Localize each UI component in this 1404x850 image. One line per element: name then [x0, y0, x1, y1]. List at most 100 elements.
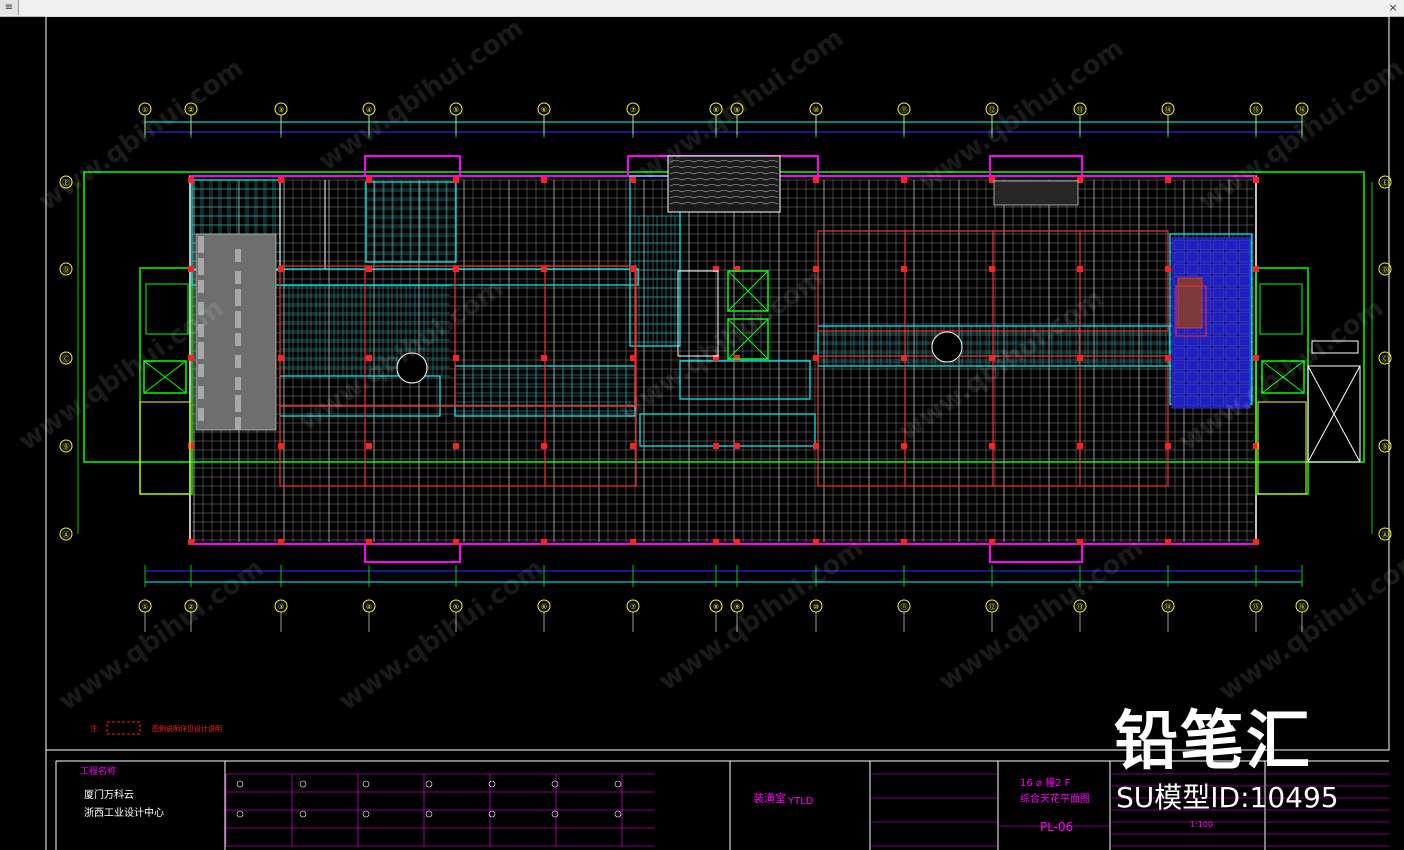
row-label: Ⓑ: [63, 443, 70, 451]
column-bubble: [537, 599, 551, 632]
column-bubble: [274, 599, 288, 632]
column-label: ⑬: [1077, 603, 1084, 611]
column-bubble: [537, 102, 551, 135]
column-label: ④: [366, 106, 372, 114]
drawing-title-line1: 16 ⌀ 幢2 F: [1020, 778, 1071, 789]
drawing-scale: 1:100: [1190, 820, 1214, 829]
column-marker: [989, 266, 995, 272]
column-label: ⑯: [1299, 603, 1306, 611]
cad-drawing-canvas[interactable]: 注: 图例说明详见设计说明 ①①②②③③④④⑤⑤⑥⑥⑦⑦⑧⑧⑨⑨⑩⑩⑪⑪⑫⑫⑬⑬…: [0, 16, 1404, 850]
column-label: ⑪: [901, 603, 908, 611]
column-grid-bubbles: [138, 102, 1309, 632]
column-label: ⑭: [1165, 106, 1172, 114]
legend-note: 注: 图例说明详见设计说明: [90, 721, 222, 735]
column-marker: [453, 443, 459, 449]
column-bubble: [985, 599, 999, 632]
column-marker: [453, 355, 459, 361]
column-label: ⑩: [813, 106, 819, 114]
column-marker: [901, 177, 907, 183]
column-label: ③: [278, 106, 284, 114]
column-marker: [734, 539, 740, 545]
project-label: 工程名称: [80, 767, 117, 777]
column-marker: [1077, 266, 1083, 272]
column-bubble: [362, 599, 376, 632]
column-label: ⑤: [453, 106, 459, 114]
column-bubble: [626, 599, 640, 632]
row-label: Ⓓ: [1382, 266, 1389, 274]
row-label: Ⓐ: [63, 531, 70, 539]
column-marker: [630, 266, 636, 272]
column-label: ⑫: [989, 603, 996, 611]
column-label: ⑦: [630, 106, 636, 114]
row-label: Ⓐ: [1382, 531, 1389, 539]
column-bubble: [184, 599, 198, 632]
column-bubble: [809, 599, 823, 632]
project-name-line1: 厦门万科云: [84, 790, 134, 801]
column-bubble: [985, 102, 999, 135]
column-bubble: [1073, 599, 1087, 632]
column-marker: [630, 355, 636, 361]
row-bubble: [59, 351, 73, 365]
row-bubble: [1378, 175, 1392, 189]
column-bubble: [184, 102, 198, 135]
row-bubble: [59, 527, 73, 541]
column-marker: [901, 266, 907, 272]
column-marker: [901, 539, 907, 545]
column-marker: [1253, 539, 1259, 545]
cyan-ceiling-zones: [191, 175, 1253, 447]
column-marker: [366, 443, 372, 449]
row-label: Ⓒ: [1382, 355, 1389, 363]
column-label: ⑧: [713, 106, 719, 114]
row-bubble: [59, 439, 73, 453]
column-bubble: [709, 102, 723, 135]
column-marker: [1253, 355, 1259, 361]
column-marker: [188, 443, 194, 449]
close-icon[interactable]: ×: [1388, 1, 1398, 14]
column-bubble: [138, 599, 152, 632]
row-bubble: [59, 175, 73, 189]
column-marker: [366, 177, 372, 183]
grey-hatch-zone: [195, 180, 326, 431]
column-marker: [1253, 443, 1259, 449]
sheet-number: PL-06: [1040, 820, 1074, 834]
blue-finish-zone: [1171, 237, 1251, 409]
column-marker: [1165, 266, 1171, 272]
column-label: ⑤: [453, 603, 459, 611]
column-marker: [901, 443, 907, 449]
column-bubble: [1161, 102, 1175, 135]
row-label: Ⓒ: [63, 355, 70, 363]
column-label: ⑩: [813, 603, 819, 611]
column-marker: [713, 266, 719, 272]
model-id-watermark: SU模型ID:10495: [1116, 781, 1339, 814]
column-marker: [1165, 443, 1171, 449]
column-marker: [813, 266, 819, 272]
column-label: ⑬: [1077, 106, 1084, 114]
column-bubble: [362, 102, 376, 135]
column-bubble: [809, 102, 823, 135]
column-marker: [453, 266, 459, 272]
column-marker: [713, 355, 719, 361]
column-label: ①: [142, 106, 148, 114]
column-bubble: [1249, 599, 1263, 632]
column-marker: [1077, 177, 1083, 183]
column-marker: [541, 539, 547, 545]
column-marker: [188, 266, 194, 272]
column-marker: [734, 266, 740, 272]
drawing-title-line2: 综合天花平面图: [1020, 794, 1090, 805]
column-marker: [989, 177, 995, 183]
row-label: Ⓔ: [63, 179, 70, 187]
column-bubble: [1249, 102, 1263, 135]
column-marker: [188, 539, 194, 545]
column-marker: [813, 177, 819, 183]
menu-icon[interactable]: ≡: [0, 0, 19, 15]
structural-columns: [188, 177, 1259, 545]
column-marker: [278, 177, 284, 183]
column-marker: [278, 443, 284, 449]
column-marker: [366, 266, 372, 272]
column-marker: [989, 443, 995, 449]
column-label: ①: [142, 603, 148, 611]
column-marker: [366, 355, 372, 361]
column-marker: [1165, 355, 1171, 361]
column-bubble: [449, 102, 463, 135]
